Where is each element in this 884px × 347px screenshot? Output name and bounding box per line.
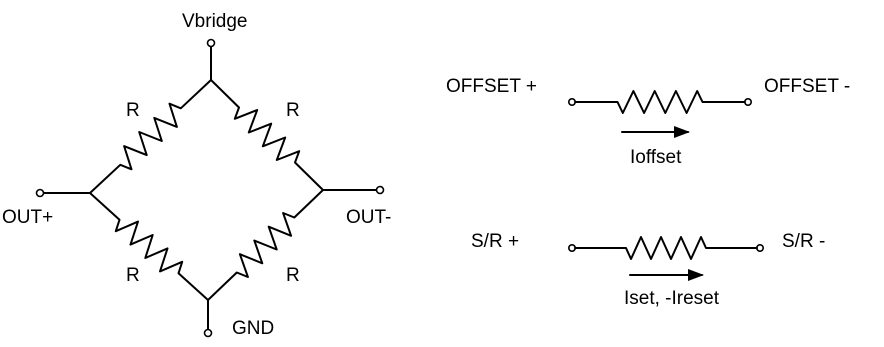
set-reset-strap: S/R + S/R - Iset, -Ireset — [471, 231, 825, 309]
sr-minus-label: S/R - — [782, 231, 825, 252]
offset-strap: OFFSET + OFFSET - Ioffset — [446, 76, 850, 168]
vbridge-terminal[interactable] — [206, 38, 216, 48]
sr-resistor — [574, 236, 758, 260]
offset-plus-label: OFFSET + — [446, 76, 537, 97]
resistor-label-bottom-right: R — [286, 265, 300, 286]
sr-current-label: Iset, -Ireset — [624, 288, 720, 309]
out-minus-label: OUT- — [346, 207, 391, 228]
gnd-terminal[interactable] — [203, 328, 213, 338]
wheatstone-bridge: Vbridge GND OUT+ OUT- R R R R — [2, 11, 391, 339]
resistor-label-bottom-left: R — [126, 265, 140, 286]
bridge-resistor-top-left — [89, 79, 212, 194]
offset-current-label: Ioffset — [630, 147, 682, 168]
offset-resistor — [574, 90, 746, 114]
vbridge-label: Vbridge — [182, 11, 248, 32]
offset-minus-label: OFFSET - — [764, 76, 850, 97]
out-minus-terminal[interactable] — [375, 185, 385, 195]
out-plus-terminal[interactable] — [35, 188, 45, 198]
out-plus-label: OUT+ — [2, 207, 53, 228]
sr-plus-label: S/R + — [471, 231, 519, 252]
resistor-label-top-left: R — [126, 100, 140, 121]
resistor-label-top-right: R — [286, 100, 300, 121]
gnd-label: GND — [232, 318, 274, 339]
bridge-resistor-top-right — [210, 79, 324, 191]
bridge-resistor-bottom-right — [207, 189, 324, 301]
bridge-resistor-bottom-left — [89, 192, 209, 301]
